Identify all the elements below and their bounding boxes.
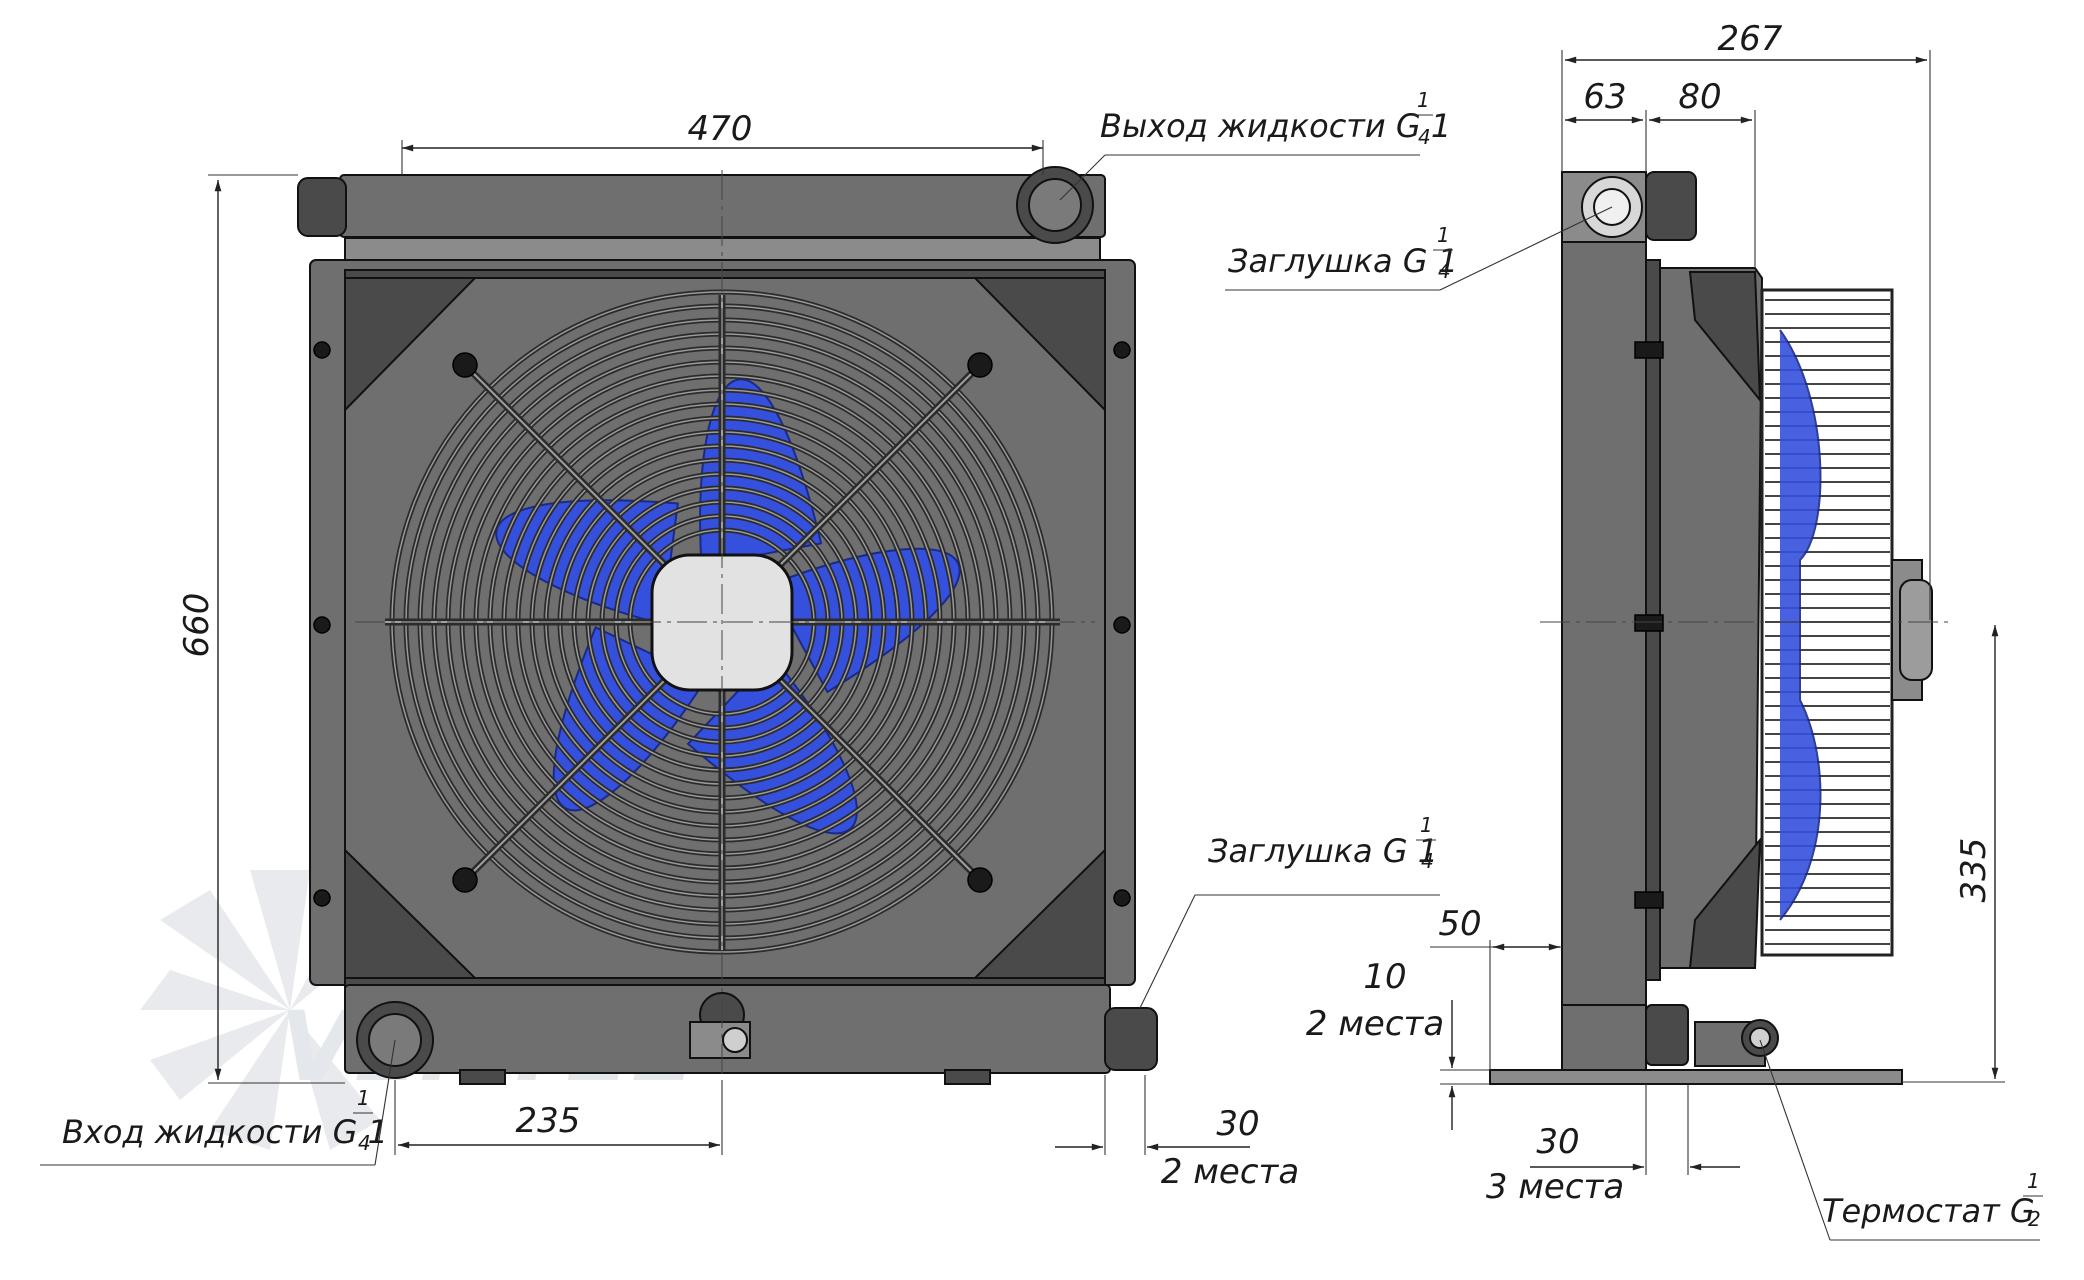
dim-pipe-length-text: 30 — [1216, 1104, 1259, 1144]
dim-bottom-pitch-text: 30 — [1536, 1122, 1579, 1162]
label-plug-top-num: 1 — [1437, 223, 1450, 247]
label-inlet-den: 4 — [358, 1131, 371, 1155]
label-plug-bottom-den: 4 — [1421, 849, 1434, 873]
top-pipe-left — [297, 177, 347, 237]
label-plug-bottom-num: 1 — [1420, 813, 1433, 837]
label-outlet-num: 1 — [1417, 88, 1430, 112]
thermostat — [1694, 1019, 1779, 1067]
dim-foot-thickness: 10 2 места — [1306, 957, 1490, 1130]
dim-core: 63 80 — [1565, 77, 1756, 268]
dim-center-height-text: 335 — [1954, 838, 1994, 903]
dim-height-text: 660 — [177, 593, 217, 658]
label-outlet-text: Выход жидкости G 1 — [1100, 107, 1451, 145]
label-inlet-num: 1 — [357, 1086, 370, 1110]
dim-depth-text: 267 — [1718, 19, 1783, 59]
label-inlet-text: Вход жидкости G 1 — [62, 1113, 388, 1151]
side-view: 267 63 80 335 50 10 — [1225, 19, 2043, 1241]
label-plug-top-text: Заглушка G 1 — [1228, 242, 1458, 280]
dim-inlet-offset: 235 — [394, 1080, 723, 1155]
side-foot — [1489, 1069, 1903, 1085]
label-plug-bottom: Заглушка G 1 1 4 — [1139, 813, 1440, 1009]
dim-inlet-offset-text: 235 — [516, 1101, 581, 1141]
label-inlet: Вход жидкости G 1 1 4 — [40, 1039, 396, 1166]
label-thermostat: Термостат G 1 2 — [1759, 1039, 2043, 1241]
dim-width: 470 — [401, 109, 1044, 175]
label-plug-top: Заглушка G 1 1 4 — [1225, 206, 1613, 291]
dim-foot-text: 50 — [1438, 904, 1481, 944]
dim-pipe-qty-text: 2 места — [1161, 1152, 1299, 1192]
label-thermostat-text: Термостат G — [1822, 1192, 2035, 1230]
dim-depth: 267 — [1561, 19, 1931, 620]
dim-center-height: 335 — [1902, 625, 2005, 1083]
guard-mount-bolts — [452, 352, 993, 893]
dim-foot: 50 — [1430, 904, 1562, 1070]
dim-core-text: 63 — [1583, 77, 1626, 117]
dim-width-text: 470 — [688, 109, 753, 149]
dim-bottom-pitch: 30 3 места — [1486, 1084, 1740, 1207]
dim-fan-offset-text: 80 — [1678, 77, 1721, 117]
side-bolts — [1634, 341, 1664, 909]
dim-height: 660 — [177, 174, 345, 1084]
dim-pipe-length: 30 2 места — [1055, 1075, 1299, 1192]
side-shroud — [1659, 267, 1764, 969]
dim-bottom-pitch-qty: 3 места — [1486, 1167, 1624, 1207]
label-thermostat-num: 1 — [2027, 1169, 2040, 1193]
label-plug-bottom-text: Заглушка G 1 — [1208, 832, 1438, 870]
label-thermostat-den: 2 — [2028, 1207, 2041, 1231]
dim-foot-thk-qty: 2 места — [1306, 1004, 1444, 1044]
dim-foot-thk-text: 10 — [1363, 957, 1406, 997]
front-view: 470 660 235 30 2 места — [40, 88, 1451, 1192]
label-plug-top-den: 4 — [1438, 259, 1451, 283]
label-outlet-den: 4 — [1418, 125, 1431, 149]
frame-bolts — [313, 341, 1131, 907]
label-outlet: Выход жидкости G 1 1 4 — [1059, 88, 1451, 201]
